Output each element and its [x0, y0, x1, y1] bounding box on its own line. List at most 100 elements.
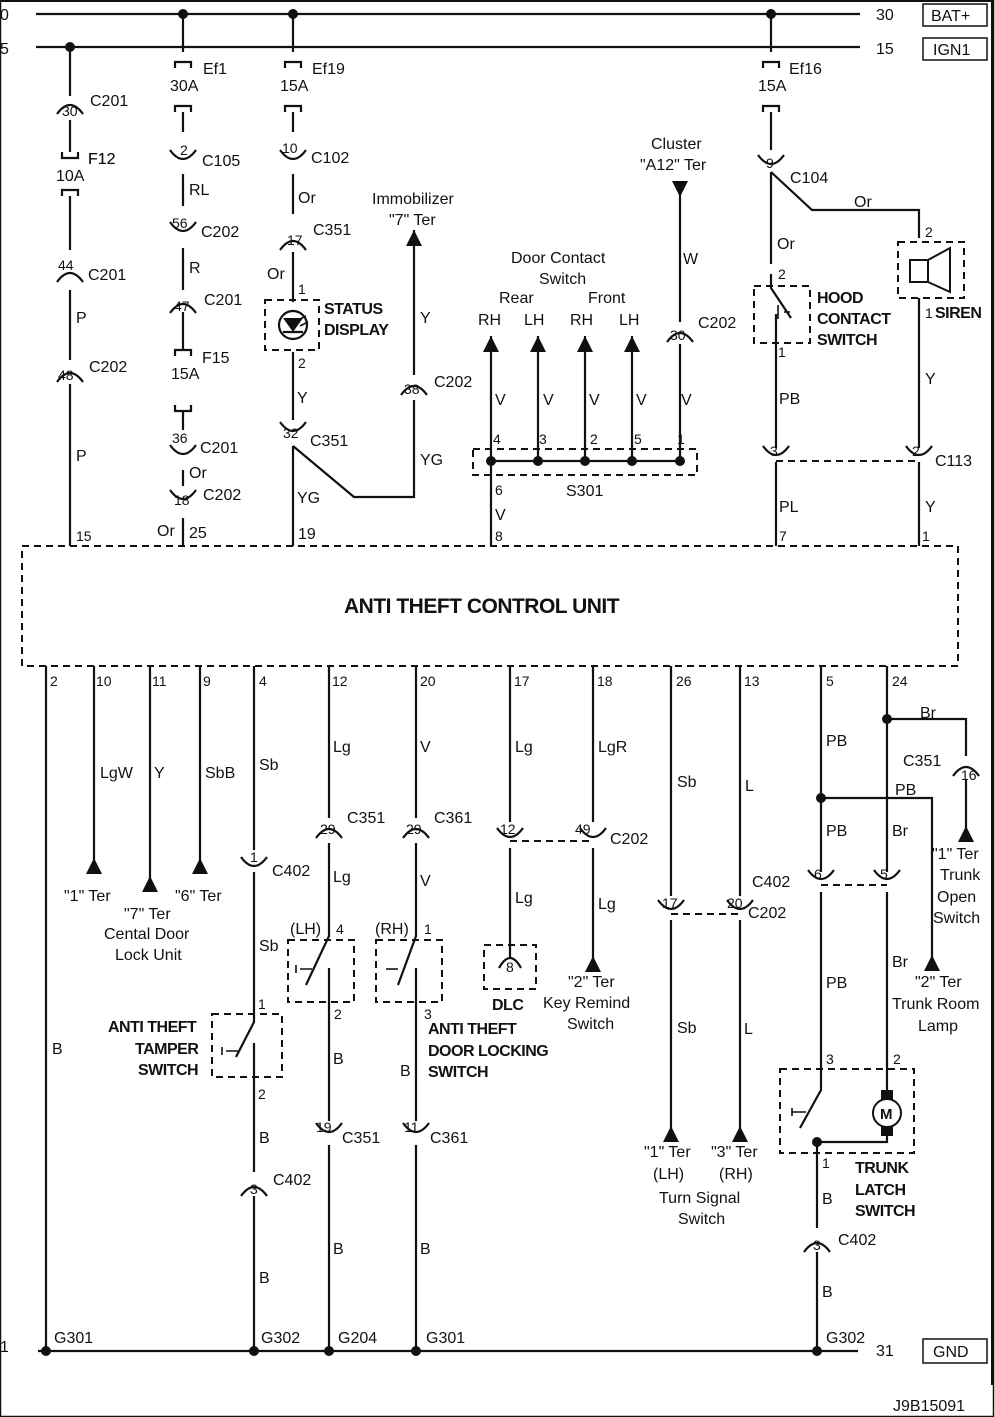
wire-label: 2 [590, 431, 598, 447]
connector-female-icon [726, 899, 754, 911]
wire-label: L [745, 778, 754, 795]
trunk-lamp-terminal: "2" Ter [915, 974, 962, 991]
turn-signal-label-2: Switch [678, 1211, 725, 1228]
connector-female-icon [762, 445, 790, 457]
hood-label-3: SWITCH [817, 332, 877, 349]
wire-label: Or [157, 523, 175, 540]
wire-label: 9 [203, 673, 211, 689]
wire-label: Or [777, 236, 795, 253]
motor-icon: M [872, 1090, 902, 1136]
connector-female-icon [905, 445, 933, 457]
wire-label: C351 [347, 810, 385, 827]
wire-label: 3 [770, 443, 778, 459]
front-rh-label: RH [570, 312, 593, 329]
wire-label: C361 [434, 810, 472, 827]
turn-signal-rh: (RH) [719, 1166, 753, 1183]
wire-label: 3 [813, 1237, 821, 1253]
wire-label: LgR [598, 739, 627, 756]
wire-label: V [589, 392, 600, 409]
wire-label: W [683, 251, 699, 268]
fuse-labels: F12 [88, 151, 116, 168]
cdl-terminal-7: "7" Ter [124, 906, 171, 923]
status-display-box [264, 299, 320, 351]
connector-female-icon [873, 869, 901, 881]
wire-label: 12 [332, 673, 348, 689]
wire-label: 6 [495, 482, 503, 498]
wire-label: 7 [779, 528, 787, 544]
wire-label: 24 [892, 673, 908, 689]
wire-label: 48 [58, 367, 74, 383]
lh-actuator [295, 965, 312, 973]
junction-dot [675, 456, 685, 466]
arrow-up-icon [192, 858, 208, 874]
wire-label: Y [420, 310, 431, 327]
bat-plus-rail: 0 30 BAT+ [0, 3, 988, 27]
wire-label: 2 [180, 142, 188, 158]
wire-label: Sb [259, 938, 279, 955]
wire-label: 30 [670, 327, 686, 343]
fuse-f12-icon [60, 152, 80, 196]
wire-label: 20 [420, 673, 436, 689]
wire-label: C102 [311, 150, 349, 167]
wire-label: 4 [336, 921, 344, 937]
wire-label: Sb [677, 1020, 697, 1037]
rail-left-number: 0 [0, 7, 9, 24]
splice-s301-box [472, 448, 698, 476]
cluster-terminal: "A12" Ter [640, 157, 707, 174]
wire-label: 2 [912, 443, 920, 459]
arrow-up-icon [406, 230, 422, 246]
wire-label: RL [189, 182, 210, 199]
connector-female-icon [279, 149, 307, 161]
connector-male-icon [279, 239, 307, 251]
wire-label: 19 [316, 1119, 332, 1135]
junction-dot [816, 793, 826, 803]
wire-label: 8 [506, 959, 514, 975]
wire-label: Y [154, 765, 165, 782]
rail-tag-gnd: GND [933, 1344, 969, 1361]
trunk-lamp-label-2: Lamp [918, 1018, 958, 1035]
wire-label: C113 [935, 453, 972, 470]
connector-male-icon [400, 384, 428, 396]
wire-label: V [543, 392, 554, 409]
door-lock-label-3: SWITCH [428, 1064, 488, 1081]
wire-label: Lg [598, 896, 616, 913]
wire-label: Ef1 [203, 61, 227, 78]
pin-15: 15 [76, 528, 92, 544]
door-lock-rh-box [375, 939, 443, 1003]
connector-female-icon [807, 869, 835, 881]
turn-signal-terminal-3: "3" Ter [711, 1144, 758, 1161]
wire-label: 15A [758, 78, 787, 95]
immobilizer-terminal: "7" Ter [389, 212, 436, 229]
rail-tag-ign1: IGN1 [933, 42, 970, 59]
wire-label: Or [189, 465, 207, 482]
wire-label: 1 [677, 431, 685, 447]
wire-label: Lg [333, 739, 351, 756]
wire-label: 19 [298, 526, 316, 543]
cdl-name-1: Cental Door [104, 926, 190, 943]
wire-label: L [744, 1021, 753, 1038]
wire-label: C104 [790, 170, 828, 187]
cdl-terminal-1: "1" Ter [64, 888, 111, 905]
arrow-up-icon [577, 336, 593, 352]
wire-label: 1 [925, 305, 933, 321]
junction-dot [411, 1346, 421, 1356]
wire-label: B [259, 1130, 270, 1147]
rail-tag-box [922, 37, 988, 61]
wire-label: PB [779, 391, 800, 408]
junction-dot [178, 9, 188, 19]
wire-label: C202 [698, 315, 736, 332]
wire-label: V [420, 739, 431, 756]
wire-label: B [822, 1284, 833, 1301]
rail-right-number: 31 [876, 1343, 894, 1360]
wire-label: 2 [893, 1051, 901, 1067]
rail-left-number: 1 [0, 1339, 9, 1356]
fuse-ef1-icon [173, 60, 193, 112]
wire-label: LgW [100, 765, 134, 782]
wire-label: YG [420, 452, 443, 469]
wire-label: C351 [313, 222, 351, 239]
rail-tag-box [922, 1338, 988, 1364]
wire-label: PL [779, 499, 799, 516]
status-display-label-1: STATUS [324, 301, 383, 318]
tamper-label-1: ANTI THEFT [108, 1019, 197, 1036]
ground-rail: 1 31 GND [0, 1338, 988, 1364]
